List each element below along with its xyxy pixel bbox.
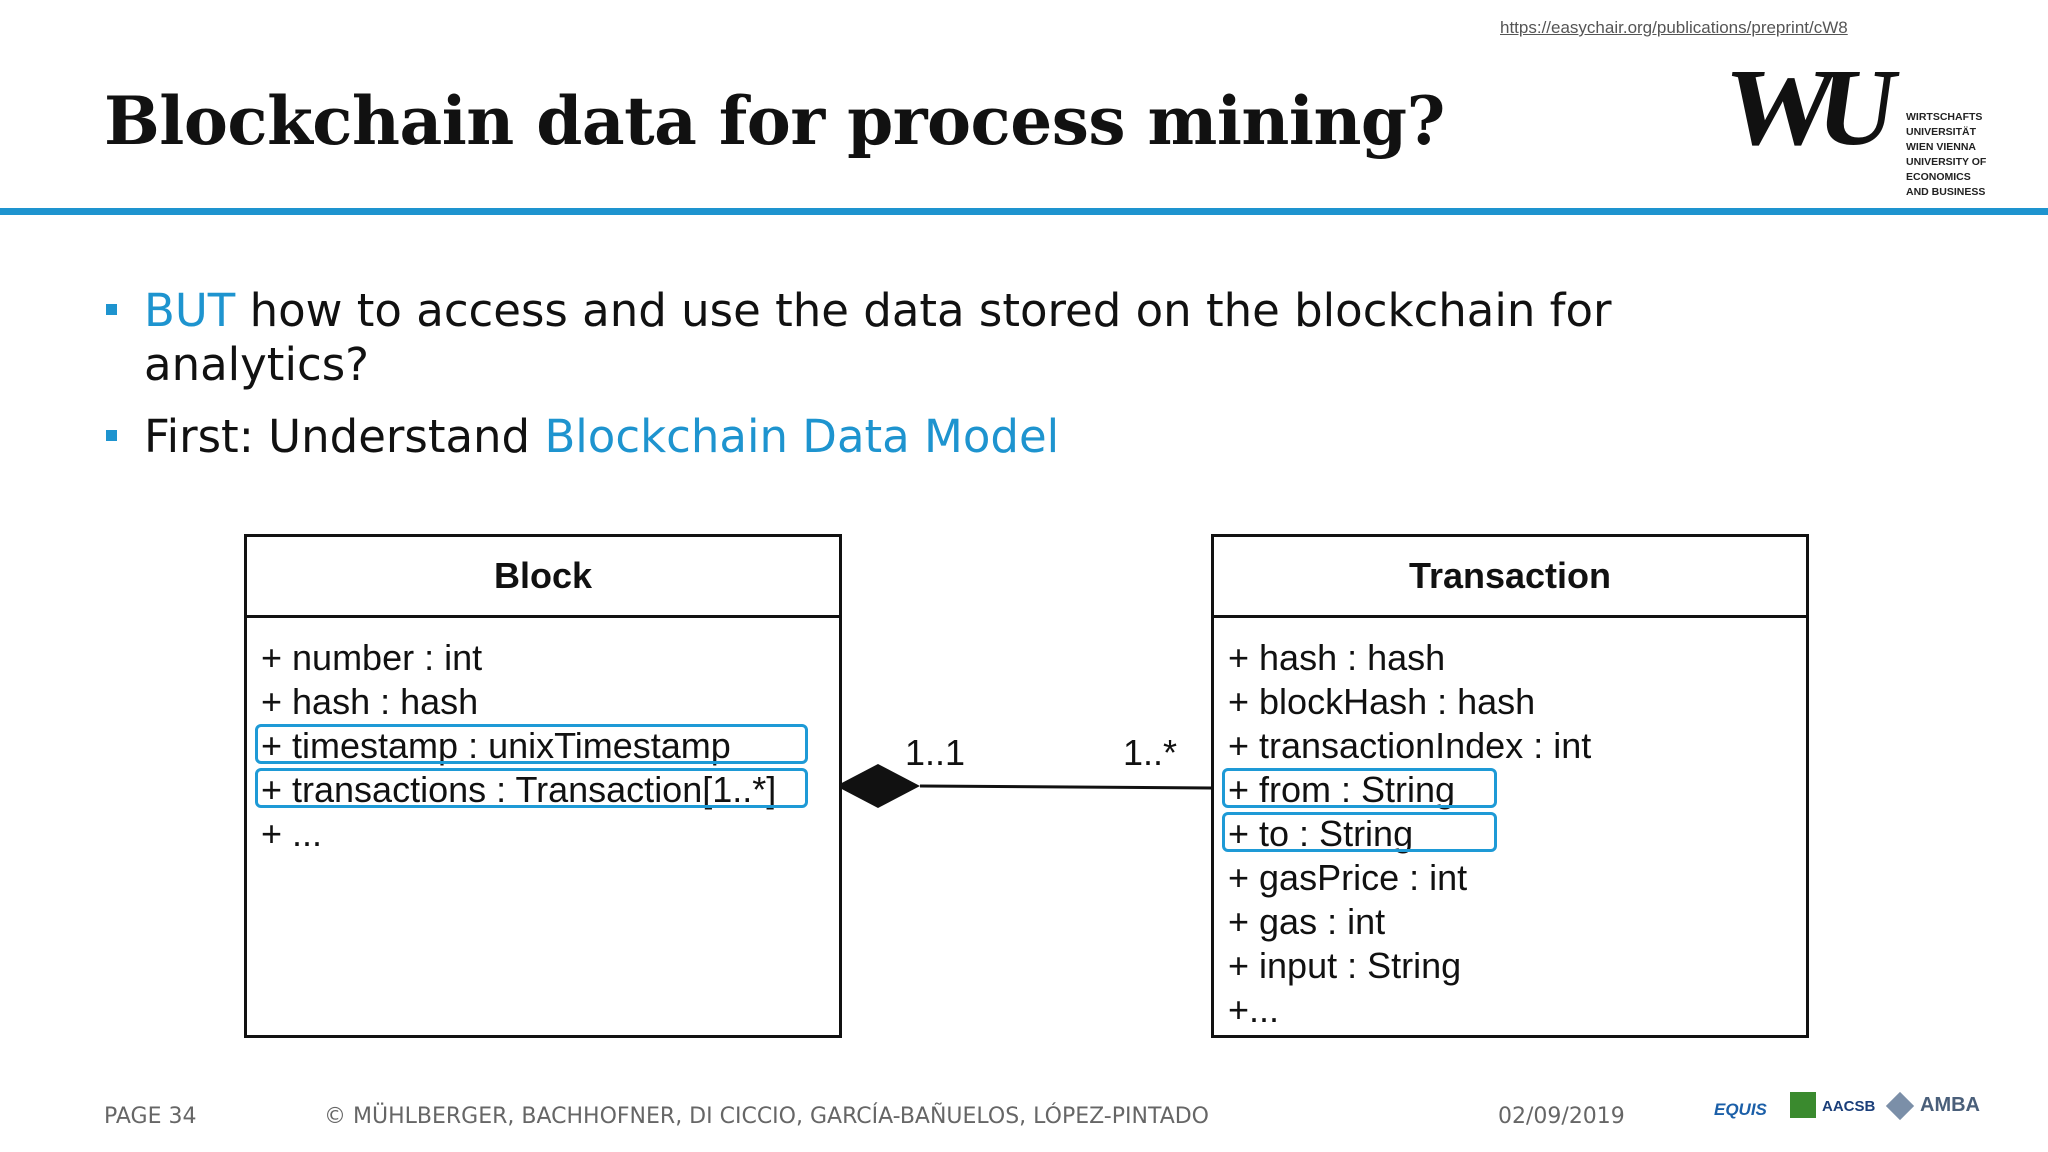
tx-attr-gas: + gas : int — [1228, 901, 1386, 942]
logo-line: AND BUSINESS — [1906, 186, 1986, 198]
footer-date: 02/09/2019 — [1498, 1104, 1625, 1129]
multiplicity-transaction: 1..* — [1123, 732, 1178, 773]
transaction-class: Transaction + hash : hash + blockHash : … — [1211, 534, 1809, 1038]
block-class: Block + number : int + hash : hash + tim… — [244, 534, 842, 1038]
composition-diamond — [836, 764, 920, 808]
tx-attr-transactionindex: + transactionIndex : int — [1228, 725, 1592, 766]
multiplicity-block: 1..1 — [905, 732, 966, 773]
association-connector — [919, 784, 1212, 790]
logo-line: ECONOMICS — [1906, 171, 1971, 183]
bullet-text: how to access and use the data stored on… — [144, 284, 1612, 391]
tx-attr-input: + input : String — [1228, 945, 1462, 986]
block-attr-transactions: + transactions : Transaction[1..*] — [247, 768, 839, 812]
logo-line: UNIVERSITY OF — [1906, 156, 1987, 168]
bullet-item: BUT how to access and use the data store… — [104, 284, 1724, 392]
bullet-marker — [106, 430, 117, 441]
footer-authors: © MÜHLBERGER, BACHHOFNER, DI CICCIO, GAR… — [324, 1104, 1209, 1129]
bullet-item: First: Understand Blockchain Data Model — [104, 410, 1724, 464]
block-attr-hash: + hash : hash — [261, 681, 479, 722]
block-attributes: + number : int + hash : hash + timestamp… — [247, 618, 839, 856]
logo-line: UNIVERSITÄT — [1906, 126, 1977, 138]
header-divider — [0, 208, 2048, 215]
slide-title: Blockchain data for process mining? — [104, 82, 1445, 160]
block-class-name: Block — [247, 537, 839, 618]
tx-attr-hash: + hash : hash — [1228, 637, 1446, 678]
bullet-list: BUT how to access and use the data store… — [104, 284, 1724, 482]
footer-page: PAGE 34 — [104, 1104, 197, 1129]
tx-attr-blockhash: + blockHash : hash — [1228, 681, 1536, 722]
block-attr-timestamp: + timestamp : unixTimestamp — [247, 724, 839, 768]
aacsb-logo: AACSB — [1822, 1098, 1876, 1115]
aacsb-square-icon — [1790, 1092, 1816, 1118]
tx-attr-from: + from : String — [1214, 768, 1806, 812]
bullet-text: First: Understand — [144, 410, 545, 463]
bullet-accent: Blockchain Data Model — [544, 410, 1060, 463]
logo-line: WIEN VIENNA — [1906, 141, 1977, 153]
wu-logo-text: WIRTSCHAFTS UNIVERSITÄT WIEN VIENNA UNIV… — [1906, 110, 1986, 200]
transaction-attributes: + hash : hash + blockHash : hash + trans… — [1214, 618, 1806, 1032]
logo-line: WIRTSCHAFTS — [1906, 111, 1983, 123]
tx-attr-to: + to : String — [1214, 812, 1806, 856]
block-attr-number: + number : int — [261, 637, 483, 678]
amba-logo: AMBA — [1920, 1094, 1980, 1116]
block-attr-more: + ... — [261, 813, 323, 854]
transaction-class-name: Transaction — [1214, 537, 1806, 618]
tx-attr-more: +... — [1228, 989, 1280, 1030]
accreditation-logos: EQUIS AACSB AMBA — [1690, 1072, 1990, 1132]
source-url[interactable]: https://easychair.org/publications/prepr… — [1500, 18, 1848, 37]
tx-attr-gasprice: + gasPrice : int — [1228, 857, 1468, 898]
wu-logo: WU WIRTSCHAFTS UNIVERSITÄT WIEN VIENNA U… — [1717, 46, 2026, 206]
amba-diamond-icon — [1885, 1091, 1915, 1121]
bullet-marker — [106, 304, 117, 315]
equis-logo: EQUIS — [1714, 1100, 1767, 1119]
bullet-accent: BUT — [144, 284, 236, 337]
